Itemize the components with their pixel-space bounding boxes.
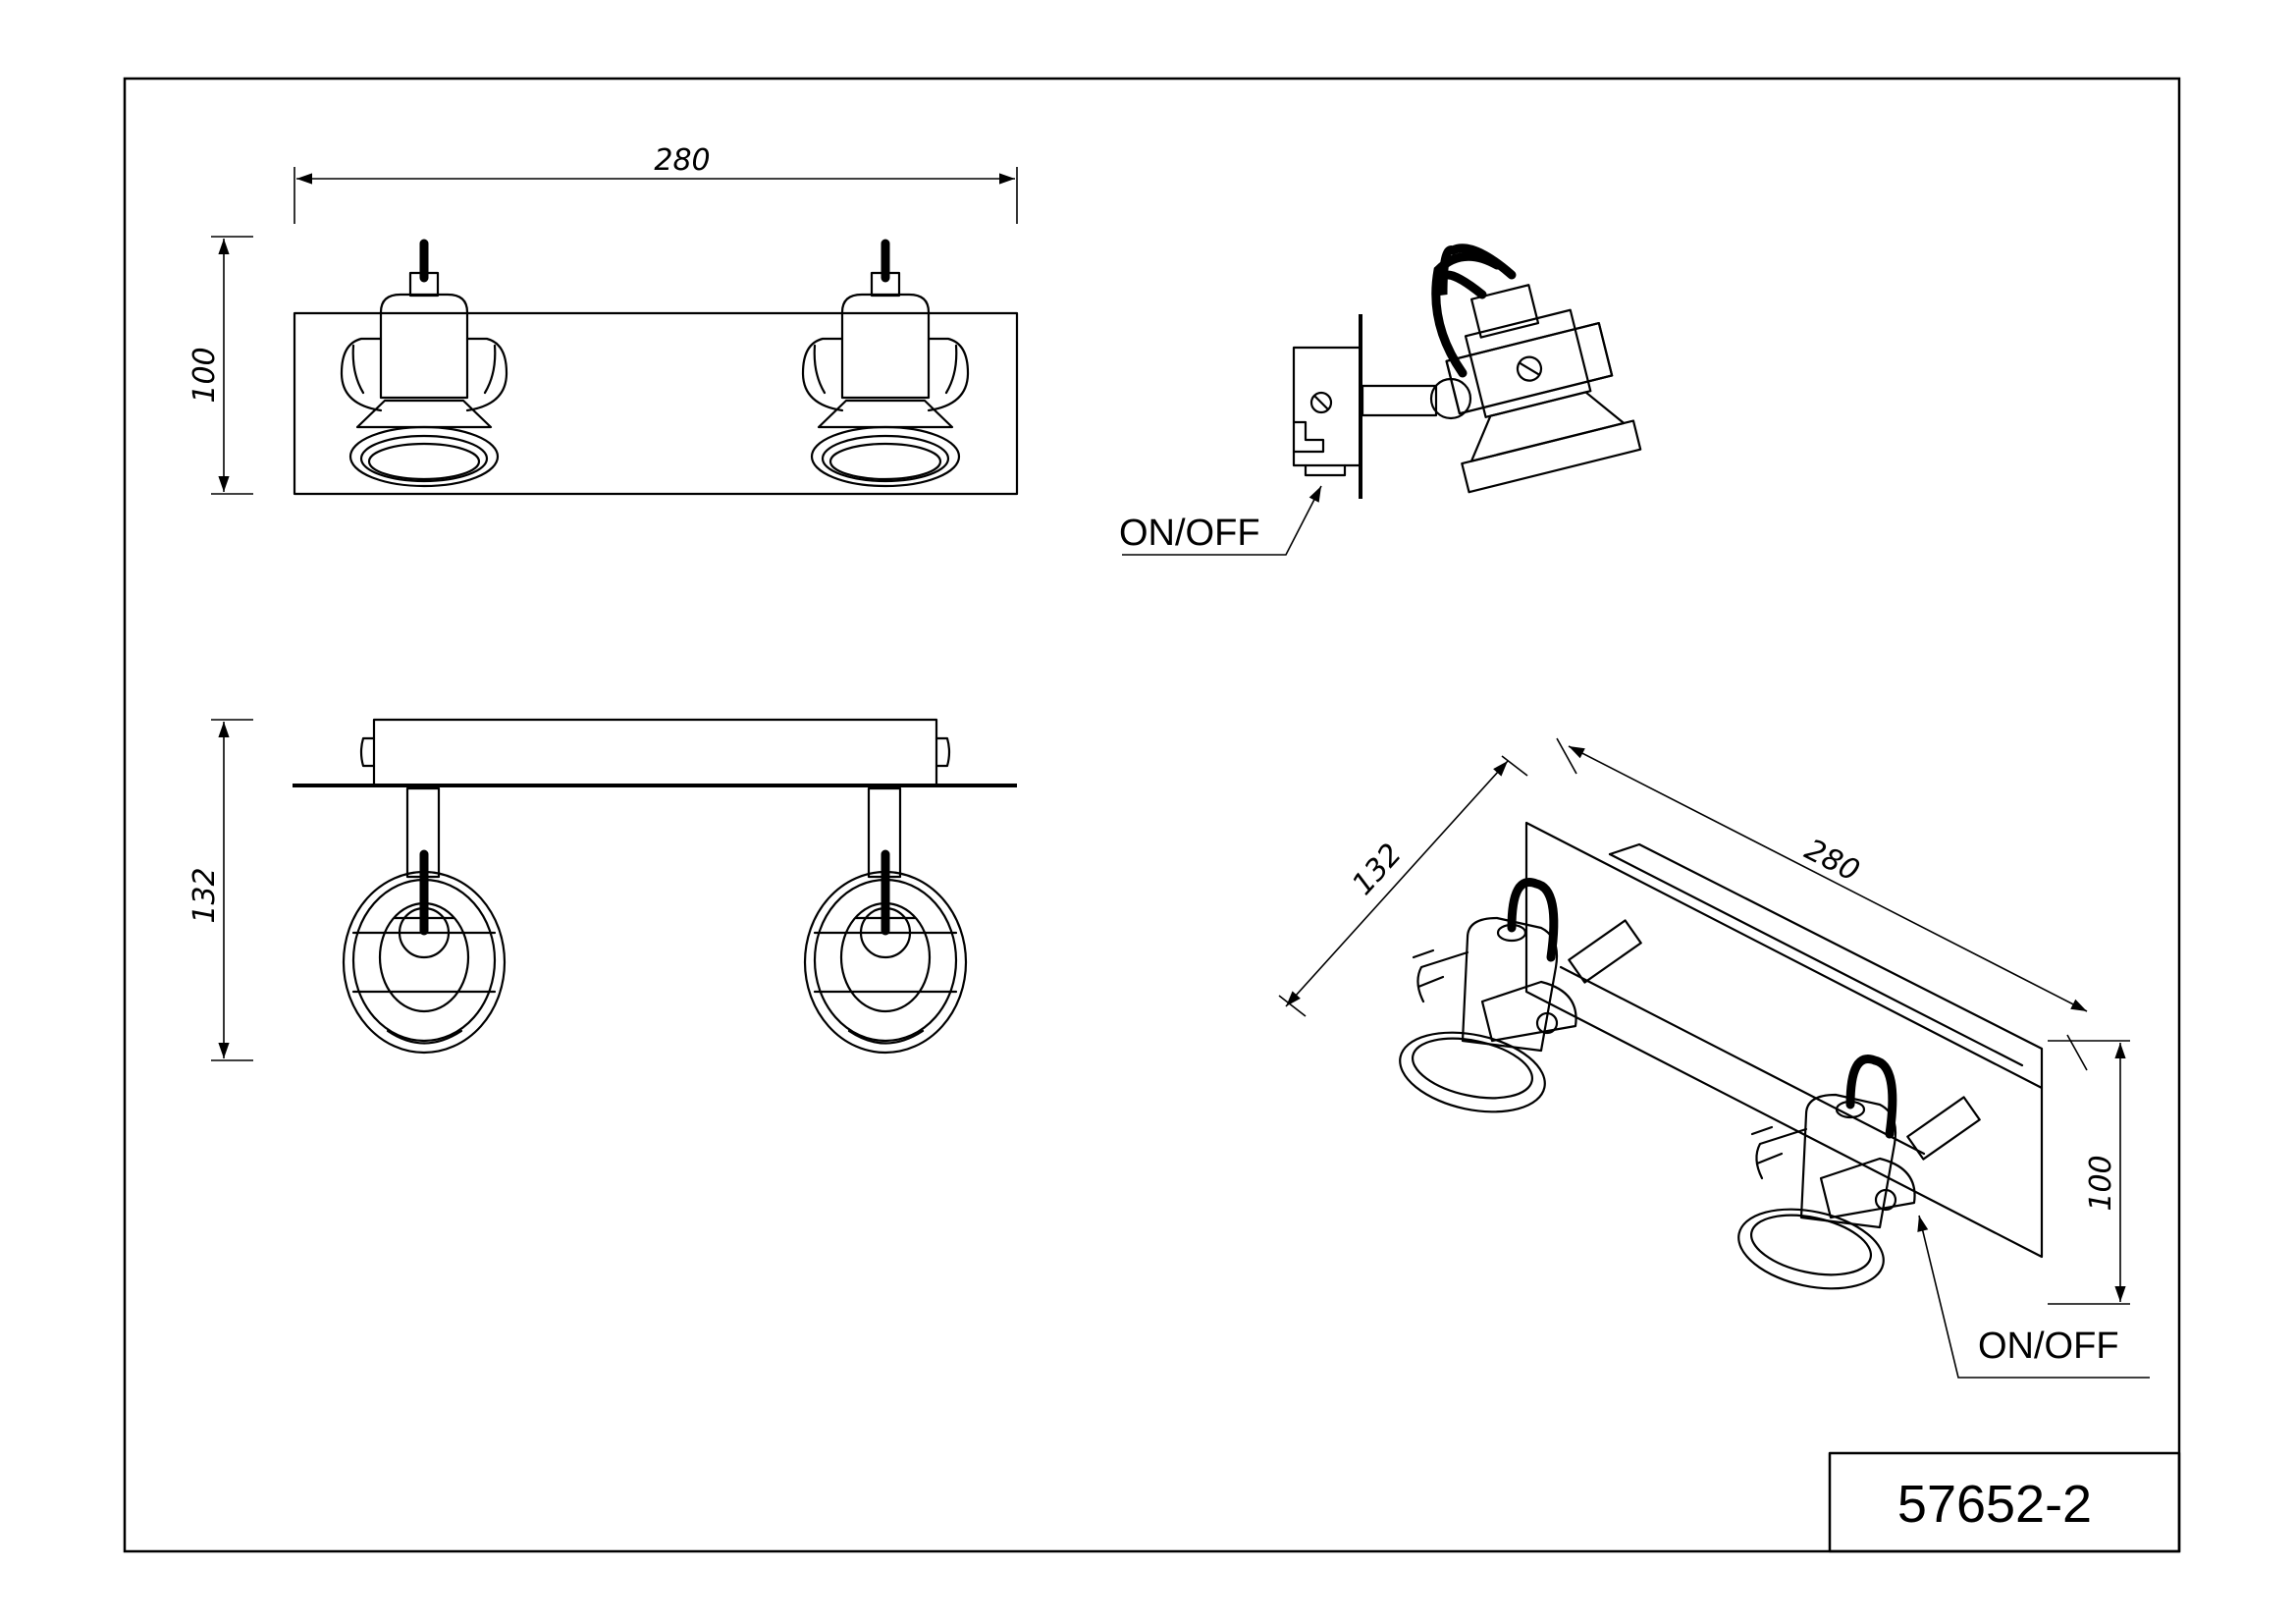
front-spot-1 (340, 239, 508, 488)
iso-view: 280 132 100 (1278, 737, 2150, 1379)
side-switch-label: ON/OFF (1119, 513, 1260, 554)
side-view: ON/OFF (1119, 244, 1642, 556)
bottom-spot-2 (803, 786, 968, 1055)
front-view: 280 100 (187, 143, 1019, 496)
product-code: 57652-2 (1897, 1475, 2092, 1534)
bottom-spot-1 (342, 786, 507, 1055)
bottom-view: 132 (187, 718, 1017, 1061)
front-height-dimension: 100 (187, 347, 222, 403)
front-width-dimension: 280 (654, 143, 710, 178)
iso-spot-1 (1399, 878, 1642, 1113)
iso-spot-2 (1737, 1055, 1981, 1290)
front-spot-2 (801, 239, 970, 488)
iso-depth-dimension: 132 (1346, 838, 1409, 902)
iso-height-dimension: 100 (2084, 1155, 2118, 1211)
iso-switch-label: ON/OFF (1978, 1326, 2119, 1367)
drawing-frame (123, 77, 2181, 1553)
title-block: 57652-2 (1828, 1451, 2181, 1553)
bottom-depth-dimension: 132 (187, 867, 222, 923)
